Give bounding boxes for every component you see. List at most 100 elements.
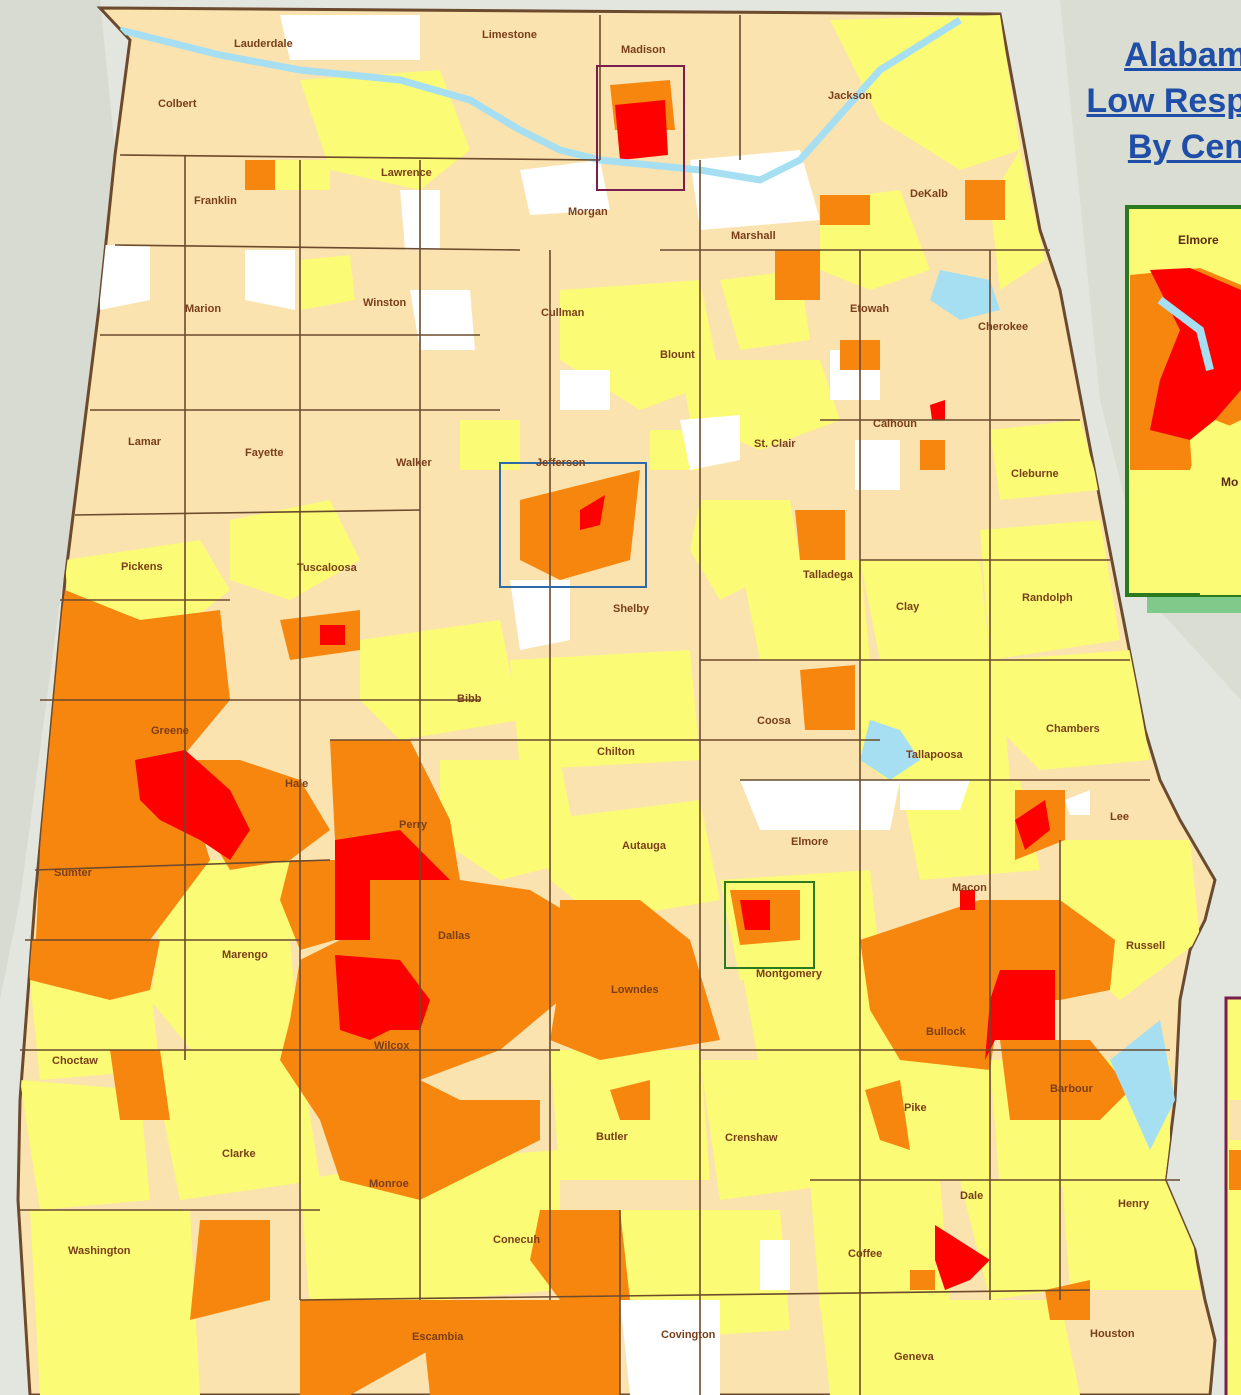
county-label-lamar: Lamar <box>128 436 162 448</box>
tract-region <box>740 900 770 930</box>
county-label-chilton: Chilton <box>597 746 635 758</box>
county-label-lauderdale: Lauderdale <box>234 38 293 50</box>
tract-region <box>30 1210 200 1395</box>
county-label-greene: Greene <box>151 725 189 737</box>
tract-region <box>150 1050 320 1200</box>
county-label-henry: Henry <box>1118 1198 1150 1210</box>
tract-fills <box>20 15 1200 1395</box>
tract-region <box>550 900 720 1060</box>
inset-label-bottom: Mo <box>1221 475 1238 489</box>
county-label-covington: Covington <box>661 1329 716 1341</box>
tract-region <box>25 940 160 1000</box>
tract-region <box>865 1080 910 1150</box>
tract-region <box>800 665 855 730</box>
tract-region <box>610 1080 650 1120</box>
county-label-lawrence: Lawrence <box>381 167 432 179</box>
county-label-clay: Clay <box>896 601 920 613</box>
county-label-dekalb: DeKalb <box>910 188 948 200</box>
tract-region <box>795 510 845 560</box>
county-label-pickens: Pickens <box>121 561 163 573</box>
county-label-colbert: Colbert <box>158 98 197 110</box>
tract-region <box>520 160 610 215</box>
county-label-tuscaloosa: Tuscaloosa <box>297 562 358 574</box>
tract-region <box>335 830 450 940</box>
county-label-cherokee: Cherokee <box>978 321 1028 333</box>
montgomery-metro-box <box>724 881 815 969</box>
county-label-barbour: Barbour <box>1050 1083 1094 1095</box>
county-label-choctaw: Choctaw <box>52 1055 98 1067</box>
terrain-shade-west <box>0 0 120 1000</box>
county-label-walker: Walker <box>396 457 432 469</box>
tract-region <box>935 1225 990 1290</box>
county-label-madison: Madison <box>621 44 666 56</box>
tract-region <box>580 495 605 530</box>
county-label-houston: Houston <box>1090 1328 1135 1340</box>
county-label-marengo: Marengo <box>222 949 268 961</box>
tract-region <box>860 560 990 660</box>
tract-region <box>775 250 820 300</box>
tract-region <box>420 1300 620 1395</box>
tract-region <box>300 1300 430 1395</box>
map-title-line-3: By Cen <box>1127 128 1241 166</box>
county-label-dale: Dale <box>960 1190 983 1202</box>
tract-region <box>110 1050 170 1120</box>
county-label-jackson: Jackson <box>828 90 872 102</box>
county-label-lee: Lee <box>1110 811 1129 823</box>
tract-region <box>150 940 300 1060</box>
madison-metro-box <box>596 65 685 191</box>
county-label-conecuh: Conecuh <box>493 1234 540 1246</box>
county-label-montgomery: Montgomery <box>756 968 823 980</box>
county-label-butler: Butler <box>596 1131 629 1143</box>
tract-region <box>680 415 740 470</box>
tract-region <box>560 370 610 410</box>
tract-region <box>910 1270 935 1290</box>
tract-region <box>1000 1040 1130 1120</box>
tract-region <box>820 1300 1080 1395</box>
county-label-cullman: Cullman <box>541 307 585 319</box>
tract-region <box>900 780 970 810</box>
tract-region <box>985 970 1055 1060</box>
tract-region <box>1065 790 1090 815</box>
tract-region <box>980 520 1120 660</box>
county-label-franklin: Franklin <box>194 195 237 207</box>
tract-region <box>965 180 1005 220</box>
tract-region <box>335 955 430 1040</box>
county-label-lowndes: Lowndes <box>611 984 659 996</box>
county-label-macon: Macon <box>952 882 987 894</box>
tract-region <box>320 625 345 645</box>
tract-region <box>620 1300 720 1395</box>
county-label-perry: Perry <box>399 819 428 831</box>
county-label-cleburne: Cleburne <box>1011 468 1059 480</box>
county-label-marion: Marion <box>185 303 221 315</box>
tract-region <box>245 250 295 310</box>
tract-region <box>280 860 335 950</box>
tract-region <box>135 750 250 860</box>
county-label-calhoun: Calhoun <box>873 418 917 430</box>
tract-region <box>300 70 470 190</box>
county-label-washington: Washington <box>68 1245 131 1257</box>
county-label-russell: Russell <box>1126 940 1165 952</box>
county-label-morgan: Morgan <box>568 206 608 218</box>
tract-region <box>510 580 570 650</box>
inset-label-top: Elmore <box>1178 233 1219 247</box>
tract-region <box>190 1220 270 1320</box>
tract-region <box>920 440 945 470</box>
county-label-monroe: Monroe <box>369 1178 409 1190</box>
tract-region <box>855 440 900 490</box>
madison-inset-panel <box>1224 996 1241 1395</box>
tract-region <box>690 500 800 600</box>
river-tennessee <box>119 17 962 184</box>
county-label-jefferson: Jefferson <box>536 457 586 469</box>
tract-region <box>820 195 870 225</box>
tract-region <box>830 15 1020 170</box>
county-label-coffee: Coffee <box>848 1248 882 1260</box>
county-label-pike: Pike <box>904 1102 927 1114</box>
county-label-fayette: Fayette <box>245 447 284 459</box>
tract-region <box>245 160 275 190</box>
county-borders <box>20 15 1180 1395</box>
county-label-shelby: Shelby <box>613 603 650 615</box>
county-labels: LauderdaleLimestoneMadisonJacksonColbert… <box>52 29 1165 1363</box>
county-label-hale: Hale <box>285 778 308 790</box>
map-title-line-1: Alabam <box>1124 36 1241 74</box>
